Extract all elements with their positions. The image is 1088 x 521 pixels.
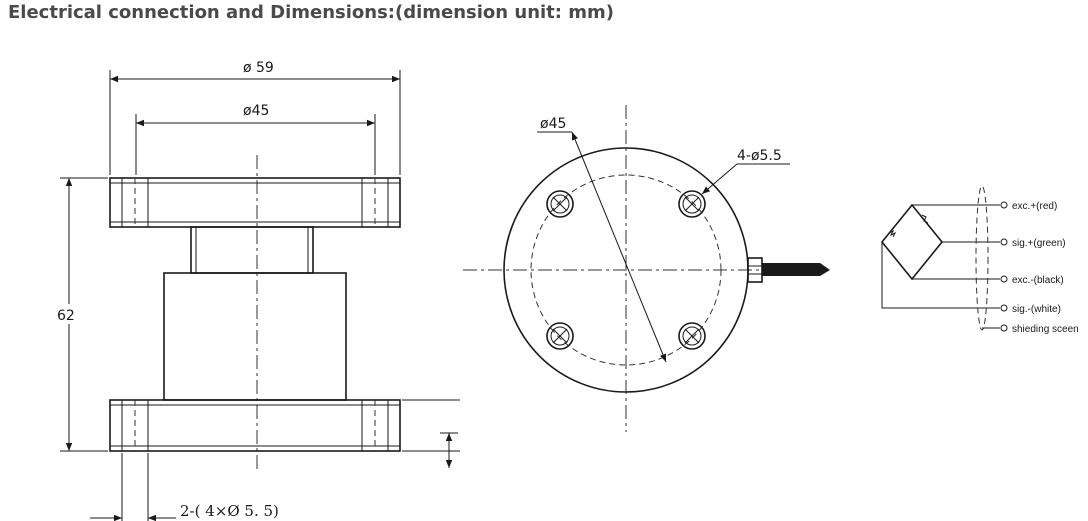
terminal-exc-minus bbox=[1000, 275, 1008, 283]
bolt-circle bbox=[530, 174, 722, 366]
bolt-hole-top-right bbox=[678, 190, 706, 218]
terminal-shield bbox=[1000, 324, 1008, 332]
bolt-hole-bottom-right bbox=[678, 322, 706, 350]
wire-label: exc.+(red) bbox=[1012, 201, 1057, 212]
cable bbox=[762, 263, 820, 276]
bolt-circle-diameter-leader bbox=[571, 131, 667, 363]
terminal-sig-minus bbox=[1000, 304, 1008, 312]
terminal-sig-plus bbox=[1000, 238, 1008, 246]
top-view: ø45 4-ø5.5 bbox=[463, 105, 830, 432]
wire-label: sig.+(green) bbox=[1012, 238, 1066, 249]
wire-label: shieding sceen bbox=[1012, 324, 1079, 335]
bottom-flange bbox=[109, 399, 401, 452]
bolt-circle-label: ø45 bbox=[540, 116, 566, 132]
wheatstone-bridge bbox=[880, 203, 944, 281]
hole-callout-label: 2-( 4×Ø 5. 5) bbox=[180, 502, 279, 520]
height-label: 62 bbox=[57, 308, 75, 324]
wiring-diagram: exc.+(red) sig.+(green) exc.-(black) sig… bbox=[880, 185, 1079, 335]
bolt-hole-bottom-left bbox=[546, 322, 574, 350]
side-view: ø 59 ø45 62 2-( 4×Ø 5. 5) bbox=[52, 60, 460, 521]
wire-label: sig.-(white) bbox=[1012, 304, 1061, 315]
outer-diameter-label: ø 59 bbox=[243, 60, 274, 76]
wire-label: exc.-(black) bbox=[1012, 275, 1064, 286]
terminal-exc-plus bbox=[1000, 201, 1008, 209]
bolt-hole-top-left bbox=[546, 190, 574, 218]
page-title: Electrical connection and Dimensions:(di… bbox=[8, 2, 614, 23]
top-holes-label: 4-ø5.5 bbox=[737, 148, 782, 164]
neck bbox=[190, 226, 314, 274]
body bbox=[163, 272, 347, 401]
top-flange bbox=[109, 177, 401, 228]
shield bbox=[975, 185, 989, 331]
inner-diameter-label: ø45 bbox=[243, 103, 269, 119]
